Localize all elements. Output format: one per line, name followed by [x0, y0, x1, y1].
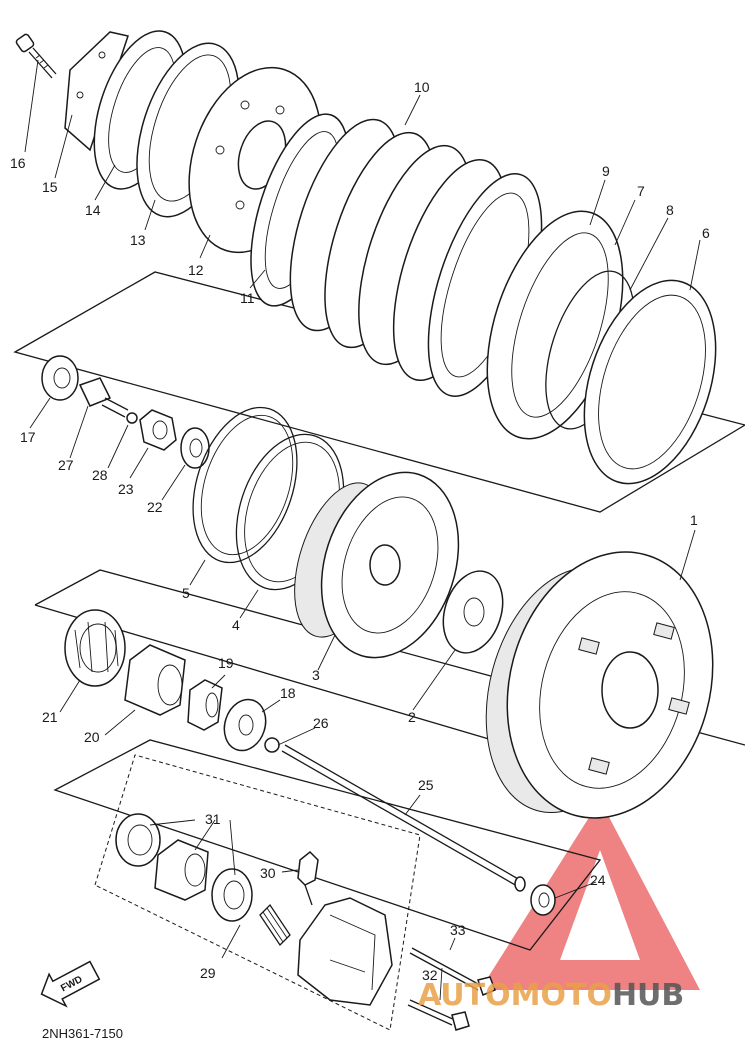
callout-14: 14: [85, 202, 101, 218]
part-19-collar: [187, 679, 223, 731]
part-17-bearing: [41, 355, 79, 401]
callout-labels: 1 2 3 4 5 6 7 8 9 10 11 12 13 14 15 16 1…: [10, 79, 710, 983]
callout-16: 16: [10, 155, 26, 171]
callout-19: 19: [218, 655, 234, 671]
callout-27: 27: [58, 457, 74, 473]
callout-31: 31: [205, 811, 221, 827]
callout-21: 21: [42, 709, 58, 725]
callout-4: 4: [232, 617, 240, 633]
fwd-arrow: FWD: [40, 960, 101, 1008]
part-5-ring: [192, 406, 298, 564]
callout-9: 9: [602, 163, 610, 179]
part-25-push-rod: [281, 744, 526, 892]
callout-13: 13: [130, 232, 146, 248]
part-16-bolt: [15, 33, 57, 79]
part-10-clutch-plate-pack: [289, 118, 543, 397]
watermark-text: AUTOMOTOHUB: [418, 978, 684, 1013]
part-29-release-cylinder: [259, 897, 393, 1006]
callout-20: 20: [84, 729, 100, 745]
part-22-lock-washer: [180, 427, 210, 469]
callout-2: 2: [408, 709, 416, 725]
part-30-bleed-screw: [297, 850, 319, 906]
part-27-push-rod: [78, 377, 129, 418]
watermark-triangle: [480, 800, 700, 990]
callout-24: 24: [590, 872, 606, 888]
part-28-ball: [126, 412, 138, 424]
svg-text:AUTOMOTOHUB: AUTOMOTOHUB: [418, 978, 684, 1013]
leader-lines: [24, 59, 701, 1001]
callout-30: 30: [260, 865, 276, 881]
part-24-oil-seal: [530, 884, 556, 916]
part-33-bolt: [409, 947, 496, 997]
part-18-washer: [223, 698, 267, 752]
part-32-bolt: [407, 999, 470, 1031]
callout-32: 32: [422, 967, 438, 983]
part-1-clutch-housing: [485, 551, 714, 819]
part-6-friction-plate: [583, 279, 717, 485]
callout-5: 5: [182, 585, 190, 601]
callout-15: 15: [42, 179, 58, 195]
callout-3: 3: [312, 667, 320, 683]
callout-28: 28: [92, 467, 108, 483]
watermark-hub: HUB: [612, 978, 684, 1013]
callout-25: 25: [418, 777, 434, 793]
callout-18: 18: [280, 685, 296, 701]
part-3-clutch-boss: [294, 471, 460, 659]
callout-11: 11: [240, 290, 255, 306]
part-26-ball: [264, 737, 280, 753]
watermark-logo: [480, 800, 700, 990]
callout-12: 12: [188, 262, 204, 278]
callout-8: 8: [666, 202, 674, 218]
callout-22: 22: [147, 499, 163, 515]
part-31-seal-kit: [115, 813, 253, 922]
callout-1: 1: [690, 512, 698, 528]
watermark-auto: AUTO: [418, 978, 511, 1013]
part-20-spacer: [124, 644, 186, 716]
callout-33: 33: [450, 922, 466, 938]
part-21-needle-bearing: [64, 609, 126, 687]
callout-17: 17: [20, 429, 36, 445]
part-2-thrust-washer: [442, 570, 504, 654]
callout-26: 26: [313, 715, 329, 731]
part-23-nut: [139, 409, 177, 451]
watermark-moto: MOTO: [511, 978, 612, 1013]
callout-10: 10: [414, 79, 430, 95]
callout-23: 23: [118, 481, 134, 497]
diagram-code: 2NH361-7150: [42, 1026, 123, 1041]
callout-7: 7: [637, 183, 645, 199]
callout-29: 29: [200, 965, 216, 981]
callout-6: 6: [702, 225, 710, 241]
